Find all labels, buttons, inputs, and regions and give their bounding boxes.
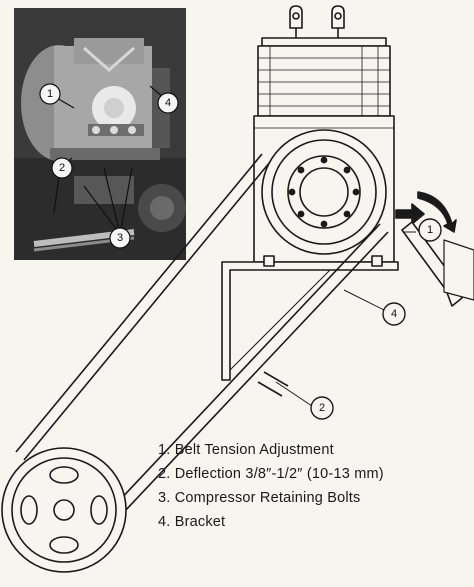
compressor-terminals: [289, 5, 345, 38]
photo-callout-2: 2: [51, 157, 73, 179]
v-belt: [15, 153, 389, 513]
photo-callout-4-label: 4: [165, 97, 171, 109]
photo-callout-1-label: 1: [47, 88, 53, 100]
photo-inset-drawing: 1 4 2 3: [14, 8, 186, 260]
deflection-indicator: [257, 371, 289, 397]
diagram-callout-4: 4: [382, 302, 406, 326]
diagram-callout-1: 1: [418, 218, 442, 242]
photo-lower-engine: [33, 176, 186, 252]
legend: 1. Belt Tension Adjustment 2. Deflection…: [158, 438, 470, 534]
photo-inset: 1 4 2 3: [14, 8, 186, 260]
photo-callout-1: 1: [39, 83, 61, 105]
legend-item-retaining-bolts: 3. Compressor Retaining Bolts: [158, 490, 361, 506]
legend-item-bracket: 4. Bracket: [158, 514, 226, 530]
photo-callout-2-label: 2: [59, 162, 65, 174]
bracket: [221, 255, 399, 381]
diagram-callout-2: 2: [310, 396, 334, 420]
legend-item-belt-tension: 1. Belt Tension Adjustment: [158, 442, 334, 458]
diagram-callout-2-label: 2: [319, 402, 325, 414]
diagram-callout-1-label: 1: [427, 224, 433, 236]
diagram-callout-4-label: 4: [391, 308, 397, 320]
adjustment-arrow: [395, 191, 457, 233]
legend-item-deflection: 2. Deflection 3/8″-1/2″ (10-13 mm): [158, 466, 384, 482]
compressor-pulley: [261, 129, 387, 255]
photo-bracket: [50, 148, 160, 160]
crankshaft-pulley: [1, 447, 127, 573]
photo-callout-3: 3: [109, 227, 131, 249]
photo-callout-3-label: 3: [117, 232, 123, 244]
pry-bar: [401, 221, 474, 307]
photo-compressor: [21, 38, 170, 161]
photo-callout-4: 4: [157, 92, 179, 114]
